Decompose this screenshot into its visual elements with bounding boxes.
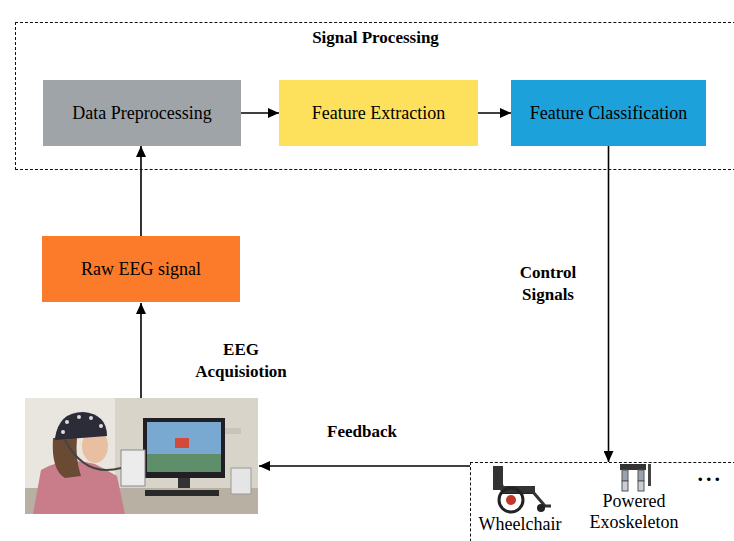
node-text: Wheelchair [471, 514, 569, 535]
device-label: Powered Exoskeleton [584, 491, 684, 539]
signal-box: Raw EEG signal [42, 236, 240, 302]
monitor-stand [178, 478, 190, 488]
device-group: ... Wheelchair Powered Exoskeleton [470, 462, 734, 541]
electrode [77, 415, 81, 419]
exo-shin [638, 481, 644, 491]
acquisition-arrow [140, 303, 142, 398]
flow-arrow [241, 112, 279, 114]
node-text: Raw EEG signal [75, 259, 207, 280]
screen-ground [147, 454, 221, 472]
process-box: Feature Classification [511, 80, 706, 146]
exo-crutch [648, 464, 651, 486]
edge-label: Control Signals [500, 262, 596, 306]
screen-object [175, 438, 189, 448]
flow-arrow [608, 146, 610, 462]
wheelchair-wheel [499, 488, 523, 512]
process-box: Data Preprocessing [43, 80, 241, 146]
amplifier-box [121, 450, 145, 486]
exo-thigh [638, 470, 644, 481]
annotation-label: Feedback [312, 421, 412, 443]
electrode [89, 416, 93, 420]
exo-thigh [622, 470, 628, 481]
electrode [65, 420, 69, 424]
exoskeleton-picture [620, 464, 651, 491]
keyboard [145, 490, 219, 496]
monitor-screen [147, 422, 221, 472]
wheelchair-caster [537, 504, 545, 512]
node-text: Feature Extraction [306, 103, 451, 124]
wheelchair-hub [506, 495, 516, 505]
flow-arrow [478, 112, 511, 114]
flow-arrow [140, 146, 142, 236]
exo-shin [622, 481, 628, 491]
node-text: Powered Exoskeleton [584, 491, 684, 532]
wheelchair-picture [493, 466, 551, 512]
electrode [61, 430, 65, 434]
wheelchair-back [493, 466, 503, 490]
photo-wall [25, 398, 258, 514]
eeg-cap [55, 412, 107, 440]
eeg-cable [65, 440, 121, 470]
annotation-label: EEG Acquisiotion [186, 339, 296, 383]
monitor [143, 418, 225, 478]
node-text: Data Preprocessing [66, 103, 217, 124]
electrode [99, 424, 103, 428]
exo-hip [620, 464, 646, 470]
more-marker: ... [698, 461, 724, 487]
wheelchair-footrest [533, 492, 551, 506]
feedback-arrow [259, 465, 470, 467]
device-label: Wheelchair [471, 514, 569, 540]
node-text: Feature Classification [524, 103, 693, 124]
group-title: Signal Processing [16, 28, 734, 48]
user-photo [25, 398, 258, 514]
speaker [231, 468, 251, 494]
process-box: Feature Extraction [279, 80, 478, 146]
processing-group: Signal ProcessingData Preprocessing Featu… [15, 22, 734, 170]
